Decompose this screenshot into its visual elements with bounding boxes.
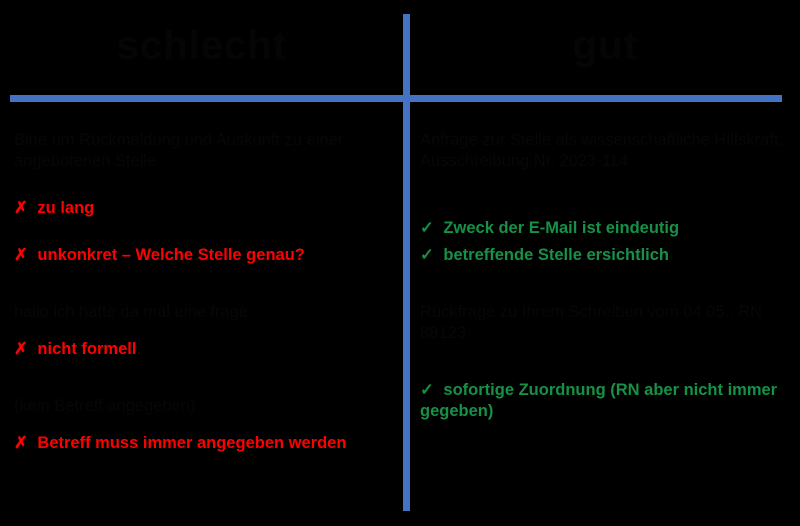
right-item-2-text: betreffende Stelle ersichtlich <box>443 246 669 264</box>
check-icon: ✓ <box>420 246 434 264</box>
spacer <box>14 225 392 245</box>
list-item: ✓ Zweck der E-Mail ist eindeutig <box>420 218 788 239</box>
vertical-divider-rule <box>403 14 410 511</box>
left-column-heading: schlecht <box>116 22 287 68</box>
list-item: (kein Betreff angegeben) <box>14 396 392 417</box>
right-item-0-text: Anfrage zur Stelle als wissenschaftliche… <box>420 131 784 170</box>
spacer <box>14 329 392 339</box>
cross-icon: ✗ <box>14 199 28 217</box>
cross-icon: ✗ <box>14 434 28 452</box>
cross-icon: ✗ <box>14 246 28 264</box>
spacer <box>420 350 788 380</box>
list-item: ✗ nicht formell <box>14 339 392 360</box>
left-item-1-text: zu lang <box>37 199 95 217</box>
left-item-5-text: (kein Betreff angegeben) <box>14 397 196 415</box>
left-item-6-text: Betreff muss immer angegeben werden <box>37 434 347 452</box>
right-item-4-text: sofortige Zuordnung (RN aber nicht immer… <box>420 381 778 420</box>
spacer <box>14 423 392 433</box>
right-item-3-text: Rückfrage zu Ihrem Schreiben vom 04.05.,… <box>420 303 763 342</box>
list-item: hallo ich hätte da mal eine frage <box>14 302 392 323</box>
list-item: ✗ zu lang <box>14 198 392 219</box>
left-item-4-text: nicht formell <box>37 340 137 358</box>
list-item: Bitte um Rückmeldung und Auskunft zu ein… <box>14 130 392 172</box>
spacer <box>14 366 392 396</box>
horizontal-divider-rule <box>10 95 782 102</box>
list-item: Rückfrage zu Ihrem Schreiben vom 04.05.,… <box>420 302 788 344</box>
spacer <box>14 272 392 302</box>
left-item-3-text: hallo ich hätte da mal eine frage <box>14 303 248 321</box>
right-item-1-text: Zweck der E-Mail ist eindeutig <box>443 219 680 237</box>
right-column: Anfrage zur Stelle als wissenschaftliche… <box>420 130 788 428</box>
spacer <box>14 178 392 198</box>
spacer <box>420 272 788 302</box>
check-icon: ✓ <box>420 219 434 237</box>
list-item: ✓ betreffende Stelle ersichtlich <box>420 245 788 266</box>
list-item: ✗ Betreff muss immer angegeben werden <box>14 433 392 454</box>
right-column-heading: gut <box>572 22 638 68</box>
left-item-2-text: unkonkret – Welche Stelle genau? <box>37 246 305 264</box>
check-icon: ✓ <box>420 381 434 399</box>
list-item: ✓ sofortige Zuordnung (RN aber nicht imm… <box>420 380 788 422</box>
left-column: Bitte um Rückmeldung und Auskunft zu ein… <box>14 130 392 460</box>
cross-icon: ✗ <box>14 340 28 358</box>
list-item: ✗ unkonkret – Welche Stelle genau? <box>14 245 392 266</box>
left-item-0-text: Bitte um Rückmeldung und Auskunft zu ein… <box>14 131 344 170</box>
list-item: Anfrage zur Stelle als wissenschaftliche… <box>420 130 788 172</box>
spacer <box>420 178 788 218</box>
